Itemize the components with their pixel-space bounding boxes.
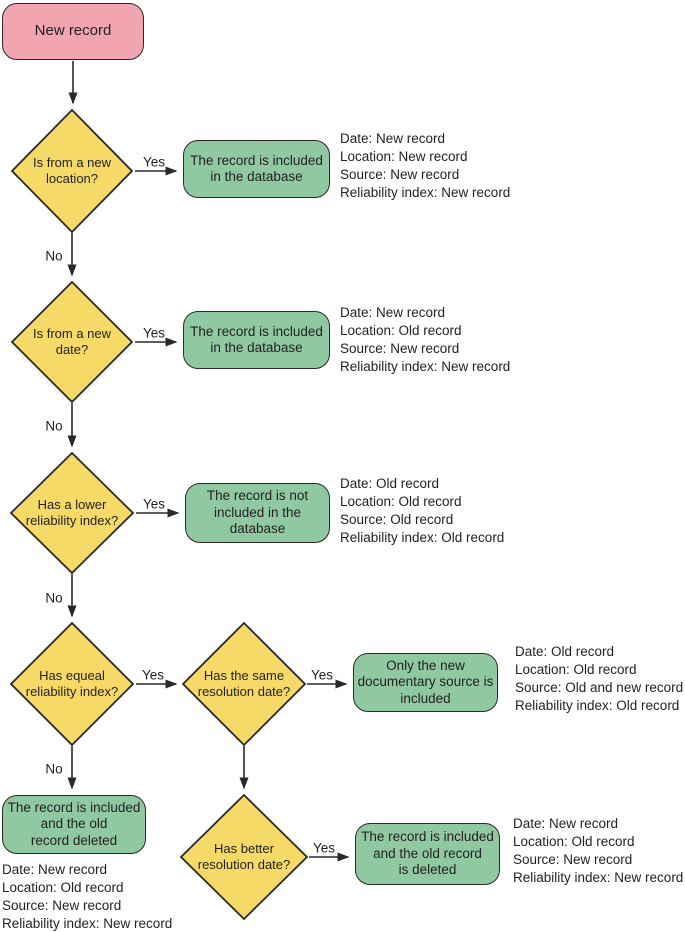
decision-label-better-resolution: Has better resolution date? xyxy=(197,841,291,872)
edge-label-no-new-location: No xyxy=(45,248,63,264)
outcome-node-included-db-2: The record is included in the database xyxy=(183,311,330,369)
annotation-better-resolution-outcome: Date: New record Location: Old record So… xyxy=(513,816,684,885)
edge-label-no-equal-reliability: No xyxy=(45,761,63,777)
outcome-node-included-old-is-deleted: The record is included and the old recor… xyxy=(355,823,500,885)
edge-label-yes-lower-reliability: Yes xyxy=(142,496,166,512)
edge-label-yes-new-date: Yes xyxy=(142,325,166,341)
decision-diamond-same-resolution xyxy=(181,621,307,747)
start-node-new-record: New record xyxy=(2,3,144,60)
edge-label-no-new-date: No xyxy=(45,418,63,434)
edge-label-no-lower-reliability: No xyxy=(45,590,63,606)
decision-label-equal-reliability: Has equeal reliability index? xyxy=(25,668,119,699)
decision-label-lower-reliability: Has a lower reliability index? xyxy=(25,497,119,528)
decision-label-new-date: Is from a new date? xyxy=(32,326,112,357)
annotation-included-old-deleted-outcome: Date: New record Location: Old record So… xyxy=(2,862,173,931)
decision-label-new-location: Is from a new location? xyxy=(32,155,112,186)
outcome-node-included-old-deleted: The record is included and the old recor… xyxy=(2,795,146,854)
edge-label-yes-equal-reliability: Yes xyxy=(141,667,165,683)
outcome-node-only-new-source: Only the new documentary source is inclu… xyxy=(353,653,498,712)
annotation-same-resolution-outcome: Date: Old record Location: Old record So… xyxy=(515,644,684,713)
decision-diamond-lower-reliability xyxy=(9,451,135,575)
edge-label-yes-new-location: Yes xyxy=(142,154,166,170)
edge-label-yes-better-resolution: Yes xyxy=(312,840,336,856)
outcome-node-included-db-1: The record is included in the database xyxy=(183,140,330,198)
edge-label-yes-same-resolution: Yes xyxy=(310,667,334,683)
annotation-lower-reliability-outcome: Date: Old record Location: Old record So… xyxy=(340,476,505,545)
decision-diamond-better-resolution xyxy=(179,793,309,921)
annotation-new-location-outcome: Date: New record Location: New record So… xyxy=(340,131,511,200)
decision-diamond-new-date xyxy=(10,280,134,404)
annotation-new-date-outcome: Date: New record Location: Old record So… xyxy=(340,305,511,374)
decision-diamond-new-location xyxy=(10,108,134,234)
decision-diamond-equal-reliability xyxy=(9,621,135,747)
outcome-node-not-included: The record is not included in the databa… xyxy=(185,483,330,543)
decision-label-same-resolution: Has the same resolution date? xyxy=(197,668,291,699)
